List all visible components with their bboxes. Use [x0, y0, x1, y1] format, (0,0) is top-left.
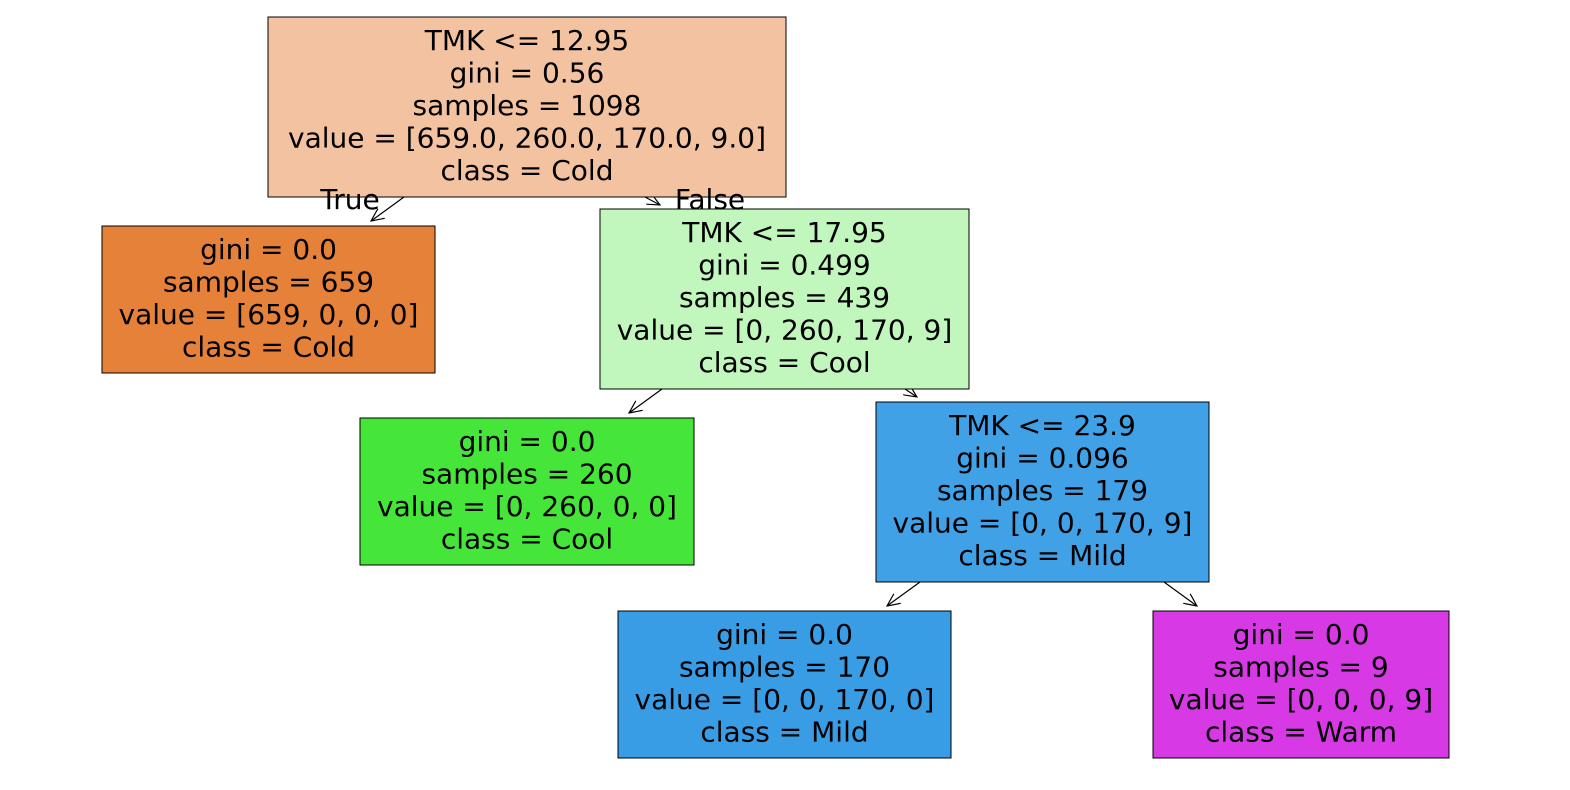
- edge-n2-n4: [905, 389, 917, 397]
- node-text-line: gini = 0.0: [200, 233, 337, 266]
- node-text-line: samples = 179: [937, 474, 1148, 507]
- node-text-line: gini = 0.0: [716, 618, 853, 651]
- edge-labels-layer: True False: [319, 183, 745, 216]
- node-text-line: class = Cold: [440, 154, 613, 187]
- node-box: [599, 208, 970, 390]
- node-text-line: value = [0, 0, 170, 9]: [893, 507, 1193, 540]
- node-text-line: samples = 439: [679, 281, 890, 314]
- node-text-line: value = [0, 0, 0, 9]: [1169, 683, 1433, 716]
- node-text-line: class = Mild: [700, 715, 868, 748]
- node-text-line: value = [659.0, 260.0, 170.0, 9.0]: [288, 122, 766, 155]
- node-text-line: value = [0, 0, 170, 0]: [635, 683, 935, 716]
- node-box: [101, 225, 436, 374]
- node-text-line: class = Mild: [958, 539, 1126, 572]
- node-box: [267, 16, 787, 198]
- node-text-line: TMK <= 12.95: [424, 24, 630, 57]
- node-box: [1152, 610, 1450, 759]
- edge-n4-n6: [1163, 581, 1197, 606]
- node-text-line: samples = 659: [163, 265, 374, 298]
- node-text-line: TMK <= 23.9: [948, 409, 1136, 442]
- node-text-line: value = [659, 0, 0, 0]: [119, 298, 419, 331]
- node-text-line: samples = 170: [679, 650, 890, 683]
- node-box: [617, 610, 952, 759]
- node-text-line: samples = 260: [421, 457, 632, 490]
- node-box: [875, 401, 1210, 583]
- node-text-line: gini = 0.096: [956, 442, 1129, 475]
- node-text-line: gini = 0.499: [698, 249, 871, 282]
- edge-n4-n5: [887, 581, 921, 606]
- node-text-line: gini = 0.56: [450, 57, 605, 90]
- node-text-line: samples = 9: [1213, 650, 1388, 683]
- node-text-line: class = Warm: [1205, 715, 1397, 748]
- edge-n0-n2: [644, 197, 660, 205]
- node-text-line: class = Cold: [182, 330, 355, 363]
- edge-label-false: False: [675, 183, 745, 216]
- edges-layer: [371, 197, 1197, 606]
- node-text-line: gini = 0.0: [1233, 618, 1370, 651]
- node-text-line: class = Cool: [698, 346, 870, 379]
- node-text-line: value = [0, 260, 0, 0]: [377, 490, 677, 523]
- node-text-line: TMK <= 17.95: [681, 216, 887, 249]
- edge-label-true: True: [319, 183, 379, 216]
- node-text-line: samples = 1098: [413, 89, 642, 122]
- edge-n2-n3: [629, 388, 663, 413]
- node-text-line: class = Cool: [441, 522, 613, 555]
- edge-n0-n1: [371, 196, 405, 221]
- node-text-line: gini = 0.0: [459, 425, 596, 458]
- node-text-line: value = [0, 260, 170, 9]: [617, 314, 953, 347]
- node-box: [359, 417, 695, 566]
